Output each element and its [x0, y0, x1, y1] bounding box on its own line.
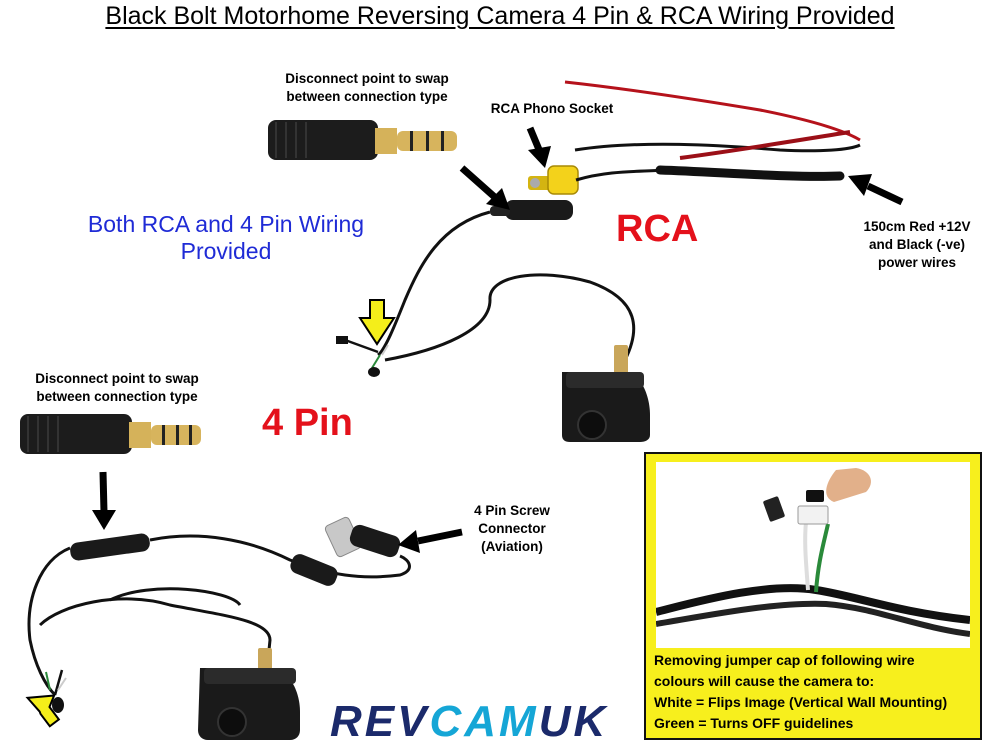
- note-line: Both RCA and 4 Pin Wiring: [87, 211, 365, 237]
- arrow-to-aviation-connector: [398, 528, 463, 553]
- callout-rca-socket: RCA Phono Socket: [478, 100, 626, 118]
- jumper-wires-bottom: [45, 669, 67, 713]
- aviation-connector: [324, 516, 401, 558]
- rca-phono-socket: [528, 165, 579, 195]
- page-title-text: Black Bolt Motorhome Reversing Camera 4 …: [105, 2, 895, 30]
- four-pin-inline-connector: [70, 533, 150, 561]
- logo-part-uk: UK: [538, 697, 609, 746]
- instruction-line: White = Flips Image (Vertical Wall Mount…: [654, 694, 948, 710]
- callout-line: 150cm Red +12V: [863, 219, 971, 234]
- yellow-arrow-top: [358, 299, 396, 346]
- revcamuk-logo: REVCAMUK: [330, 700, 608, 744]
- arrow-to-left-connector: [92, 471, 116, 530]
- callout-line: Connector: [478, 521, 546, 536]
- callout-line: power wires: [877, 255, 957, 270]
- callout-line: Disconnect point to swap: [35, 371, 199, 386]
- camera-cable-loop: [384, 273, 636, 376]
- power-loom-red: [679, 130, 851, 160]
- rca-heading: RCA: [616, 208, 699, 250]
- jumper-photo: [656, 462, 970, 648]
- callout-power-wires: 150cm Red +12V and Black (-ve) power wir…: [842, 218, 992, 272]
- four-pin-left-cable: [27, 546, 71, 697]
- jumper-instructions: Removing jumper cap of following wire co…: [654, 650, 978, 734]
- jack-plug-photo-top: [268, 112, 464, 174]
- power-loom: [655, 165, 845, 181]
- yellow-arrow-bottom: [25, 694, 61, 728]
- callout-line: between connection type: [36, 389, 198, 404]
- callout-line: RCA Phono Socket: [490, 101, 614, 116]
- callout-disconnect-top: Disconnect point to swap between connect…: [262, 70, 472, 106]
- jack-plug-photo-left: [18, 408, 214, 470]
- callout-line: (Aviation): [481, 539, 543, 554]
- logo-part-cam: CAM: [429, 697, 539, 746]
- arrow-to-rca-socket: [526, 126, 551, 168]
- callout-line: 4 Pin Screw: [474, 503, 550, 518]
- callout-screw-connector: 4 Pin Screw Connector (Aviation): [452, 502, 572, 556]
- jumper-photo-graphic: [656, 468, 970, 637]
- note-line: Provided: [180, 238, 272, 264]
- bottom-cable-return: [109, 587, 242, 607]
- arrow-to-power-wires: [848, 174, 904, 206]
- rca-cable: [575, 168, 666, 182]
- instruction-line: colours will cause the camera to:: [654, 673, 875, 689]
- red-power-wire: [564, 80, 861, 142]
- bottom-camera-loop: [38, 597, 272, 661]
- page-title: Black Bolt Motorhome Reversing Camera 4 …: [0, 2, 1000, 31]
- instruction-line: Removing jumper cap of following wire: [654, 652, 915, 668]
- callout-line: Disconnect point to swap: [285, 71, 449, 86]
- four-pin-heading: 4 Pin: [262, 402, 353, 444]
- callout-line: and Black (-ve): [868, 237, 966, 252]
- callout-disconnect-left: Disconnect point to swap between connect…: [12, 370, 222, 406]
- instruction-line: Green = Turns OFF guidelines: [654, 715, 854, 731]
- camera-bottom: [198, 648, 300, 740]
- callout-line: between connection type: [286, 89, 448, 104]
- rca-main-cable: [376, 210, 491, 357]
- jumper-wires-top: [336, 336, 389, 377]
- arrow-to-top-connector: [459, 165, 510, 210]
- black-power-wire: [574, 142, 861, 153]
- inline-filter: [290, 554, 338, 586]
- logo-part-rev: REV: [330, 697, 430, 746]
- camera-top: [562, 345, 650, 442]
- both-wiring-note: Both RCA and 4 Pin Wiring Provided: [66, 211, 386, 265]
- jumper-inset: Removing jumper cap of following wire co…: [644, 452, 982, 740]
